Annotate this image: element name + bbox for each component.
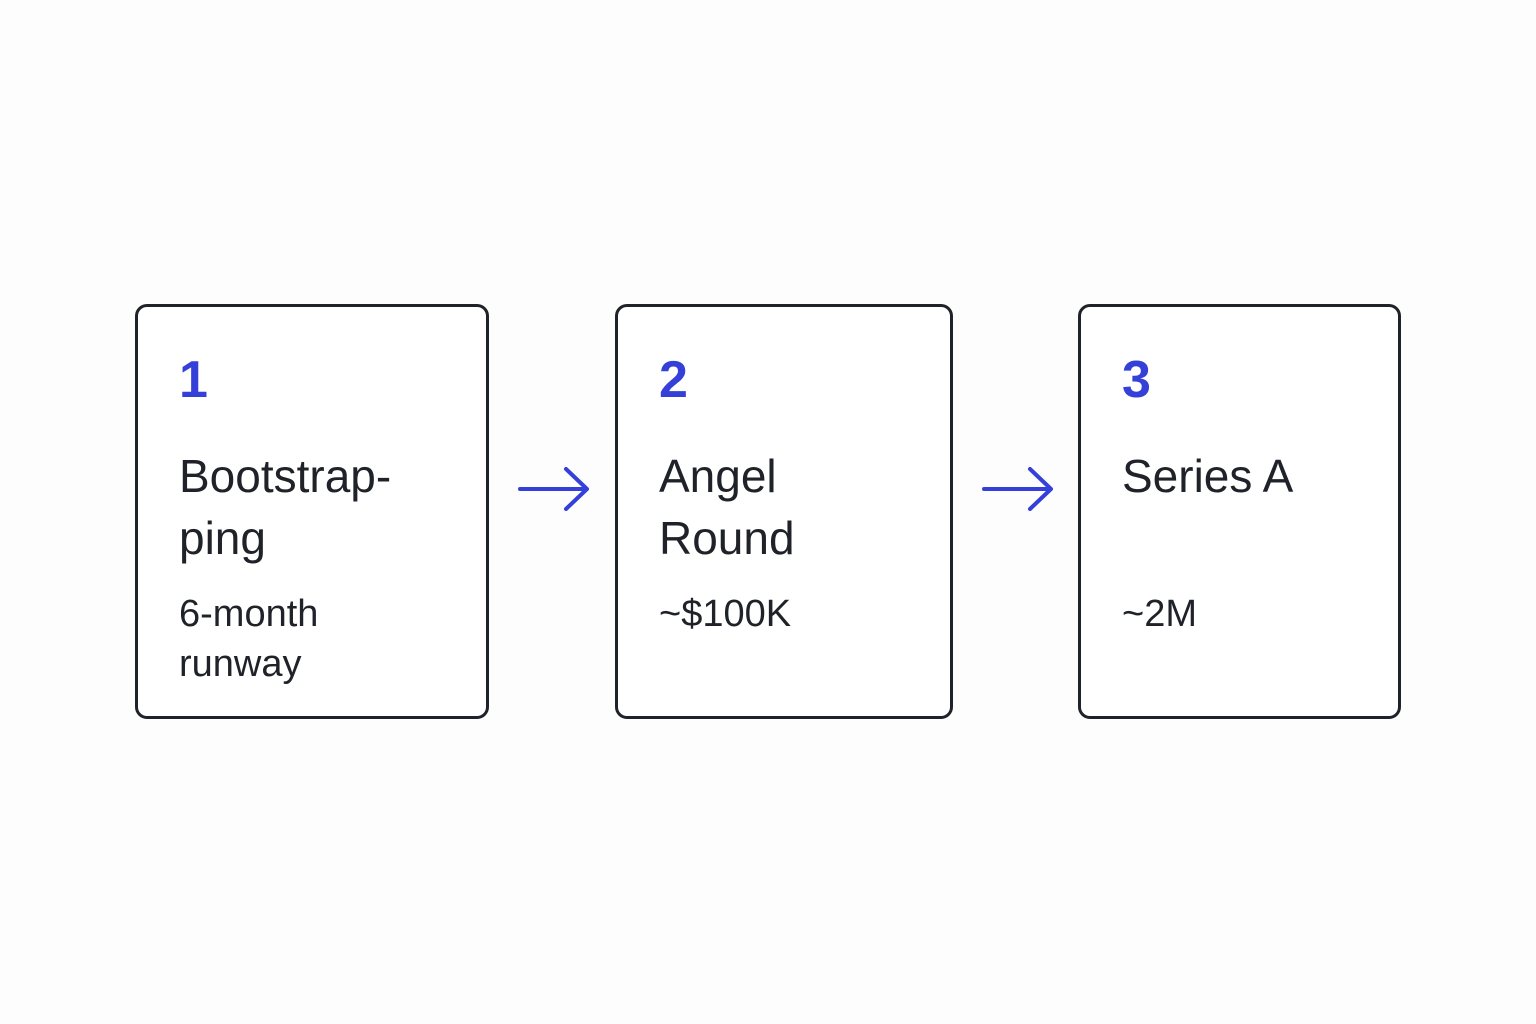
- stage-detail-line: runway: [179, 643, 302, 685]
- arrow-right-icon: [518, 464, 592, 514]
- stage-card-angel-round: 2 Angel Round ~$100K: [615, 304, 953, 719]
- stage-title: Bootstrap- ping: [179, 445, 466, 569]
- stage-number: 2: [659, 351, 688, 409]
- stage-title-line: Angel: [659, 450, 777, 502]
- stage-detail: ~$100K: [659, 589, 930, 639]
- stage-title-line: ping: [179, 512, 266, 564]
- stage-title-line: Series A: [1122, 450, 1294, 502]
- stage-title: Angel Round: [659, 445, 930, 569]
- stage-title: Series A: [1122, 445, 1378, 507]
- stage-card-bootstrapping: 1 Bootstrap- ping 6-month runway: [135, 304, 489, 719]
- stage-title-line: Round: [659, 512, 795, 564]
- stage-title-line: Bootstrap-: [179, 450, 392, 502]
- stage-detail-line: ~2M: [1122, 593, 1197, 635]
- stage-number: 1: [179, 351, 208, 409]
- stage-card-series-a: 3 Series A ~2M: [1078, 304, 1401, 719]
- stage-detail: 6-month runway: [179, 589, 466, 689]
- stage-detail-line: 6-month: [179, 593, 319, 635]
- stage-detail: ~2M: [1122, 589, 1378, 639]
- arrow-right-icon: [982, 464, 1056, 514]
- stage-number: 3: [1122, 351, 1151, 409]
- stage-detail-line: ~$100K: [659, 593, 792, 635]
